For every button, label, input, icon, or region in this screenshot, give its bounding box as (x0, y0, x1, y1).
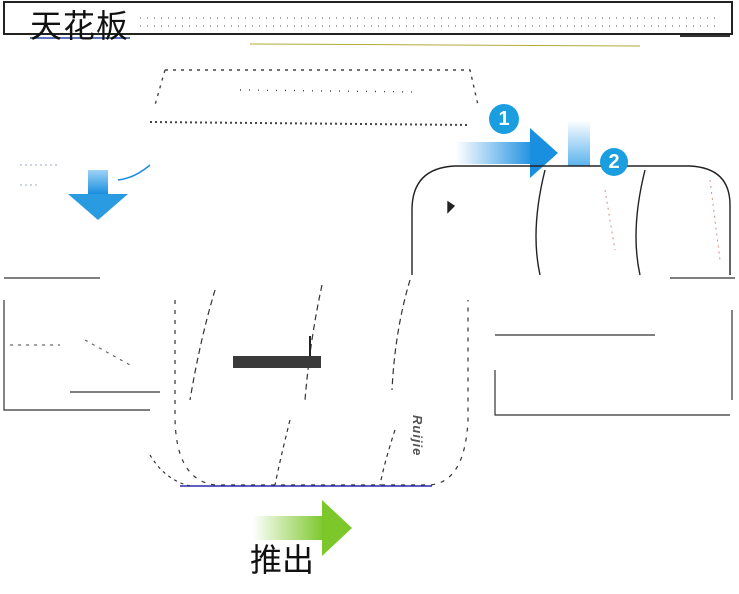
step-badge-1: 1 (489, 104, 519, 134)
down-arrow-icon (20, 164, 151, 220)
push-out-arrow-icon (252, 500, 352, 556)
brand-logo: Ruijie (410, 415, 425, 457)
access-point-top (411, 165, 731, 276)
mounting-bracket (3, 277, 735, 416)
push-out-label: 推出 (250, 541, 315, 579)
page-title: 天花板 (30, 7, 130, 45)
ceiling-opening (149, 69, 479, 126)
access-point-body (149, 279, 469, 487)
right-arrow-icon (456, 120, 590, 178)
ceiling-panel (3, 1, 733, 47)
step-badge-2: 2 (600, 148, 628, 176)
